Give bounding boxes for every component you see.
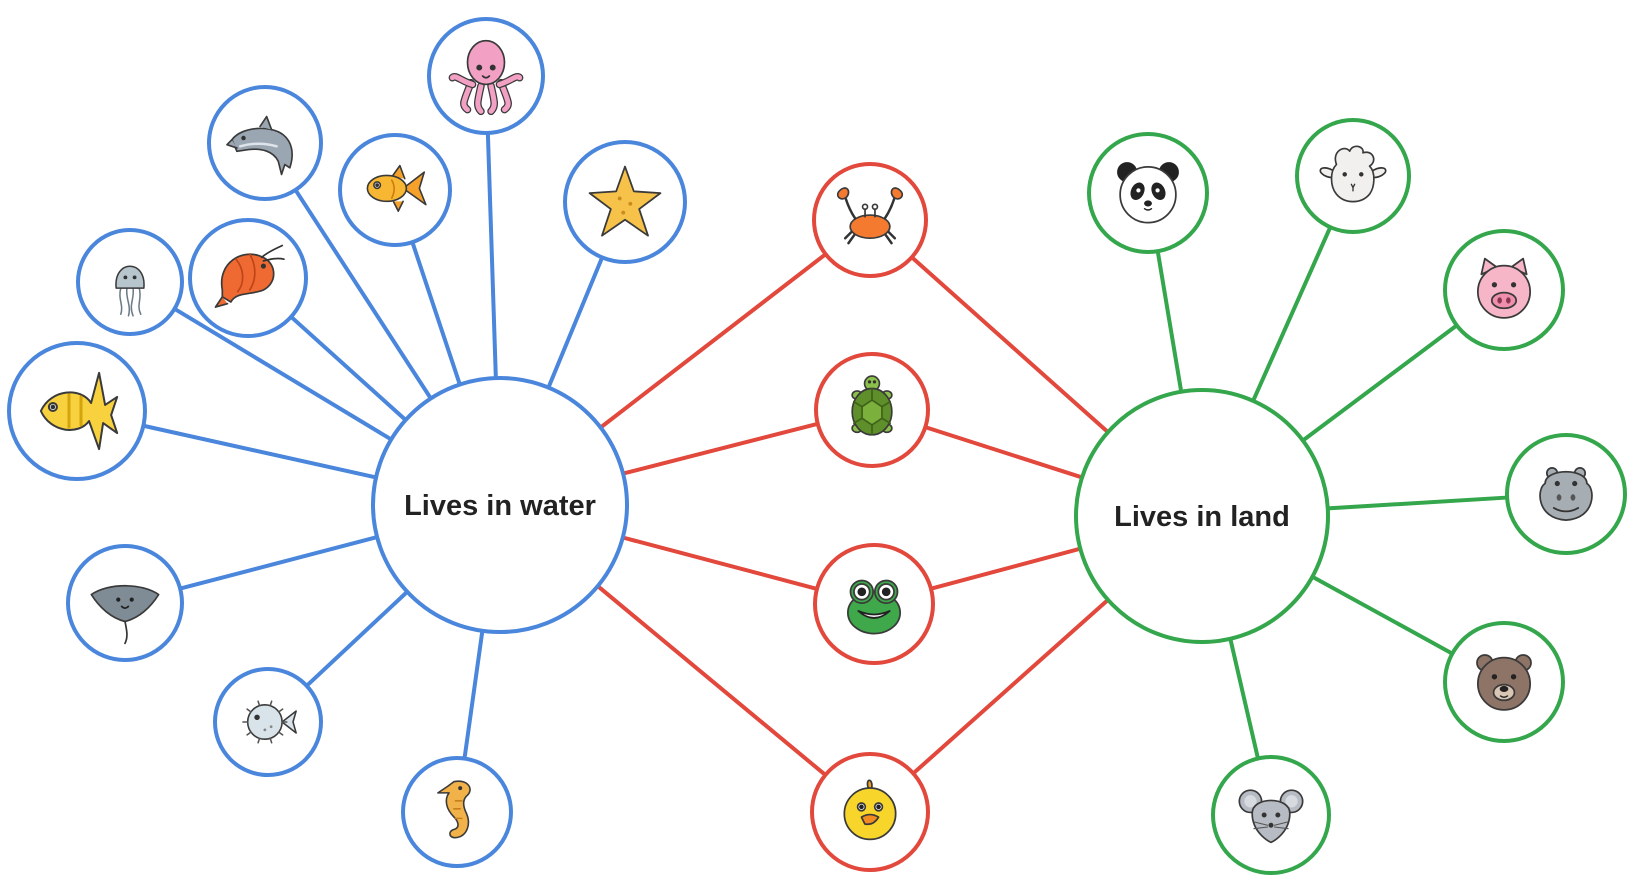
seahorse-icon	[437, 780, 471, 839]
node-shrimp	[188, 218, 308, 338]
sheep-icon	[1319, 145, 1387, 203]
edges	[141, 130, 1510, 777]
node-bear	[1443, 621, 1565, 743]
pufferfish-icon	[242, 700, 297, 744]
jellyfish-icon	[115, 265, 145, 317]
hubs: Lives in water Lives in land	[371, 376, 1330, 644]
turtle-icon	[851, 375, 893, 436]
node-angelfish	[7, 341, 147, 481]
edge-land-bear	[1310, 574, 1455, 656]
hub-land-label: Lives in land	[1114, 501, 1290, 533]
node-dolphin	[207, 85, 323, 201]
node-pufferfish	[213, 667, 323, 777]
stingray-icon	[90, 585, 160, 645]
dolphin-icon	[226, 115, 293, 176]
edge-both-land-crab	[909, 255, 1110, 435]
starfish-icon	[588, 165, 662, 237]
node-octopus	[427, 17, 545, 135]
node-mouse	[1211, 755, 1331, 875]
edge-both-water-duck	[595, 584, 828, 777]
crab-icon	[836, 187, 904, 245]
edge-water-goldfish	[410, 240, 462, 387]
edge-water-dolphin	[293, 187, 433, 401]
node-turtle	[814, 352, 930, 468]
edge-land-pig	[1300, 323, 1459, 443]
hippo-icon	[1539, 466, 1593, 522]
nodes	[7, 17, 1627, 875]
edge-land-hippo	[1325, 495, 1510, 511]
node-sheep	[1295, 118, 1411, 234]
hub-water-circle	[371, 376, 629, 634]
pig-icon	[1476, 257, 1532, 319]
mouse-icon	[1238, 789, 1304, 844]
edge-both-water-crab	[598, 252, 828, 430]
node-hippo	[1505, 433, 1627, 555]
edge-water-octopus	[485, 130, 498, 381]
node-crab	[812, 162, 928, 278]
edge-both-land-turtle	[923, 425, 1085, 480]
edge-land-sheep	[1251, 225, 1333, 403]
node-pig	[1443, 229, 1565, 351]
node-jellyfish	[76, 228, 184, 336]
goldfish-icon	[366, 164, 427, 212]
node-starfish	[563, 140, 687, 264]
edge-land-panda	[1155, 249, 1184, 394]
edge-water-shrimp	[289, 314, 408, 423]
edge-both-water-turtle	[621, 421, 820, 476]
edge-water-jellyfish	[172, 306, 394, 442]
bear-icon	[1476, 654, 1532, 711]
panda-icon	[1117, 162, 1179, 224]
frog-icon	[846, 579, 902, 635]
node-stingray	[66, 544, 184, 662]
edge-water-seahorse	[462, 628, 485, 761]
edge-water-angelfish	[141, 423, 379, 480]
octopus-icon	[448, 39, 524, 116]
shrimp-icon	[214, 244, 285, 308]
hub-water-label: Lives in water	[404, 490, 596, 522]
edge-both-land-duck	[911, 597, 1110, 776]
duck-icon	[843, 779, 897, 841]
angelfish-icon	[39, 371, 119, 451]
edge-both-land-frog	[928, 546, 1083, 591]
edge-water-pufferfish	[304, 589, 410, 688]
edge-water-starfish	[546, 255, 605, 390]
hub-land-circle	[1074, 388, 1330, 644]
edge-both-water-frog	[620, 535, 819, 591]
edge-water-stingray	[178, 535, 380, 591]
node-duck	[810, 752, 930, 872]
node-goldfish	[338, 133, 452, 247]
node-frog	[813, 543, 935, 665]
node-seahorse	[401, 756, 513, 868]
edge-land-mouse	[1228, 636, 1260, 761]
node-panda	[1087, 132, 1209, 254]
